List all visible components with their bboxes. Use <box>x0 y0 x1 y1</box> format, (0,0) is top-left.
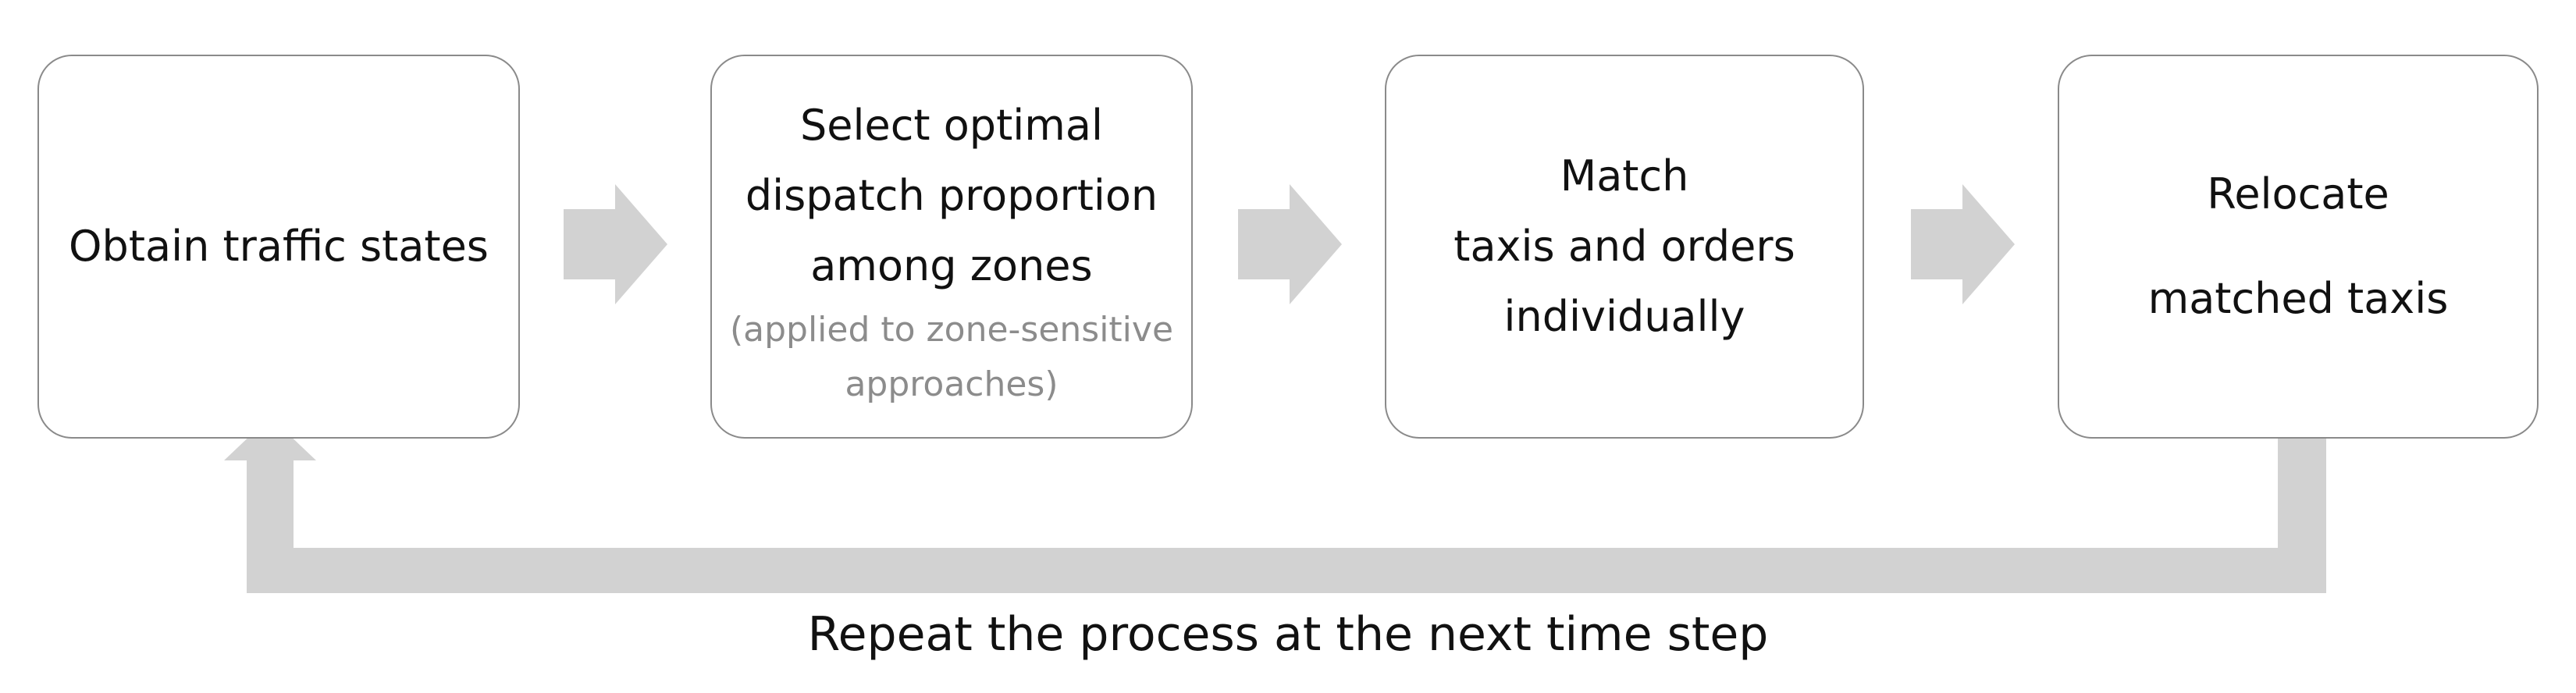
step-label: Obtain traffic states <box>69 222 489 271</box>
arrow-step-2-to-3 <box>1238 184 1342 304</box>
step-label: Match taxis and orders individually <box>1453 151 1795 341</box>
step-label: Select optimal dispatch proportion among… <box>745 101 1158 290</box>
step-box-relocate-taxis: Relocate matched taxis <box>2058 55 2539 439</box>
step-label: Relocate matched taxis <box>2147 169 2449 323</box>
step-box-select-dispatch-proportion: Select optimal dispatch proportion among… <box>710 55 1193 439</box>
step-note: (applied to zone-sensitive approaches) <box>729 310 1174 404</box>
arrow-step-3-to-4 <box>1911 184 2015 304</box>
loop-arrow <box>224 417 2326 593</box>
step-box-obtain-traffic-states: Obtain traffic states <box>37 55 520 439</box>
arrow-step-1-to-2 <box>564 184 667 304</box>
step-box-match-taxis-orders: Match taxis and orders individually <box>1385 55 1864 439</box>
loop-caption: Repeat the process at the next time step <box>807 607 1769 662</box>
